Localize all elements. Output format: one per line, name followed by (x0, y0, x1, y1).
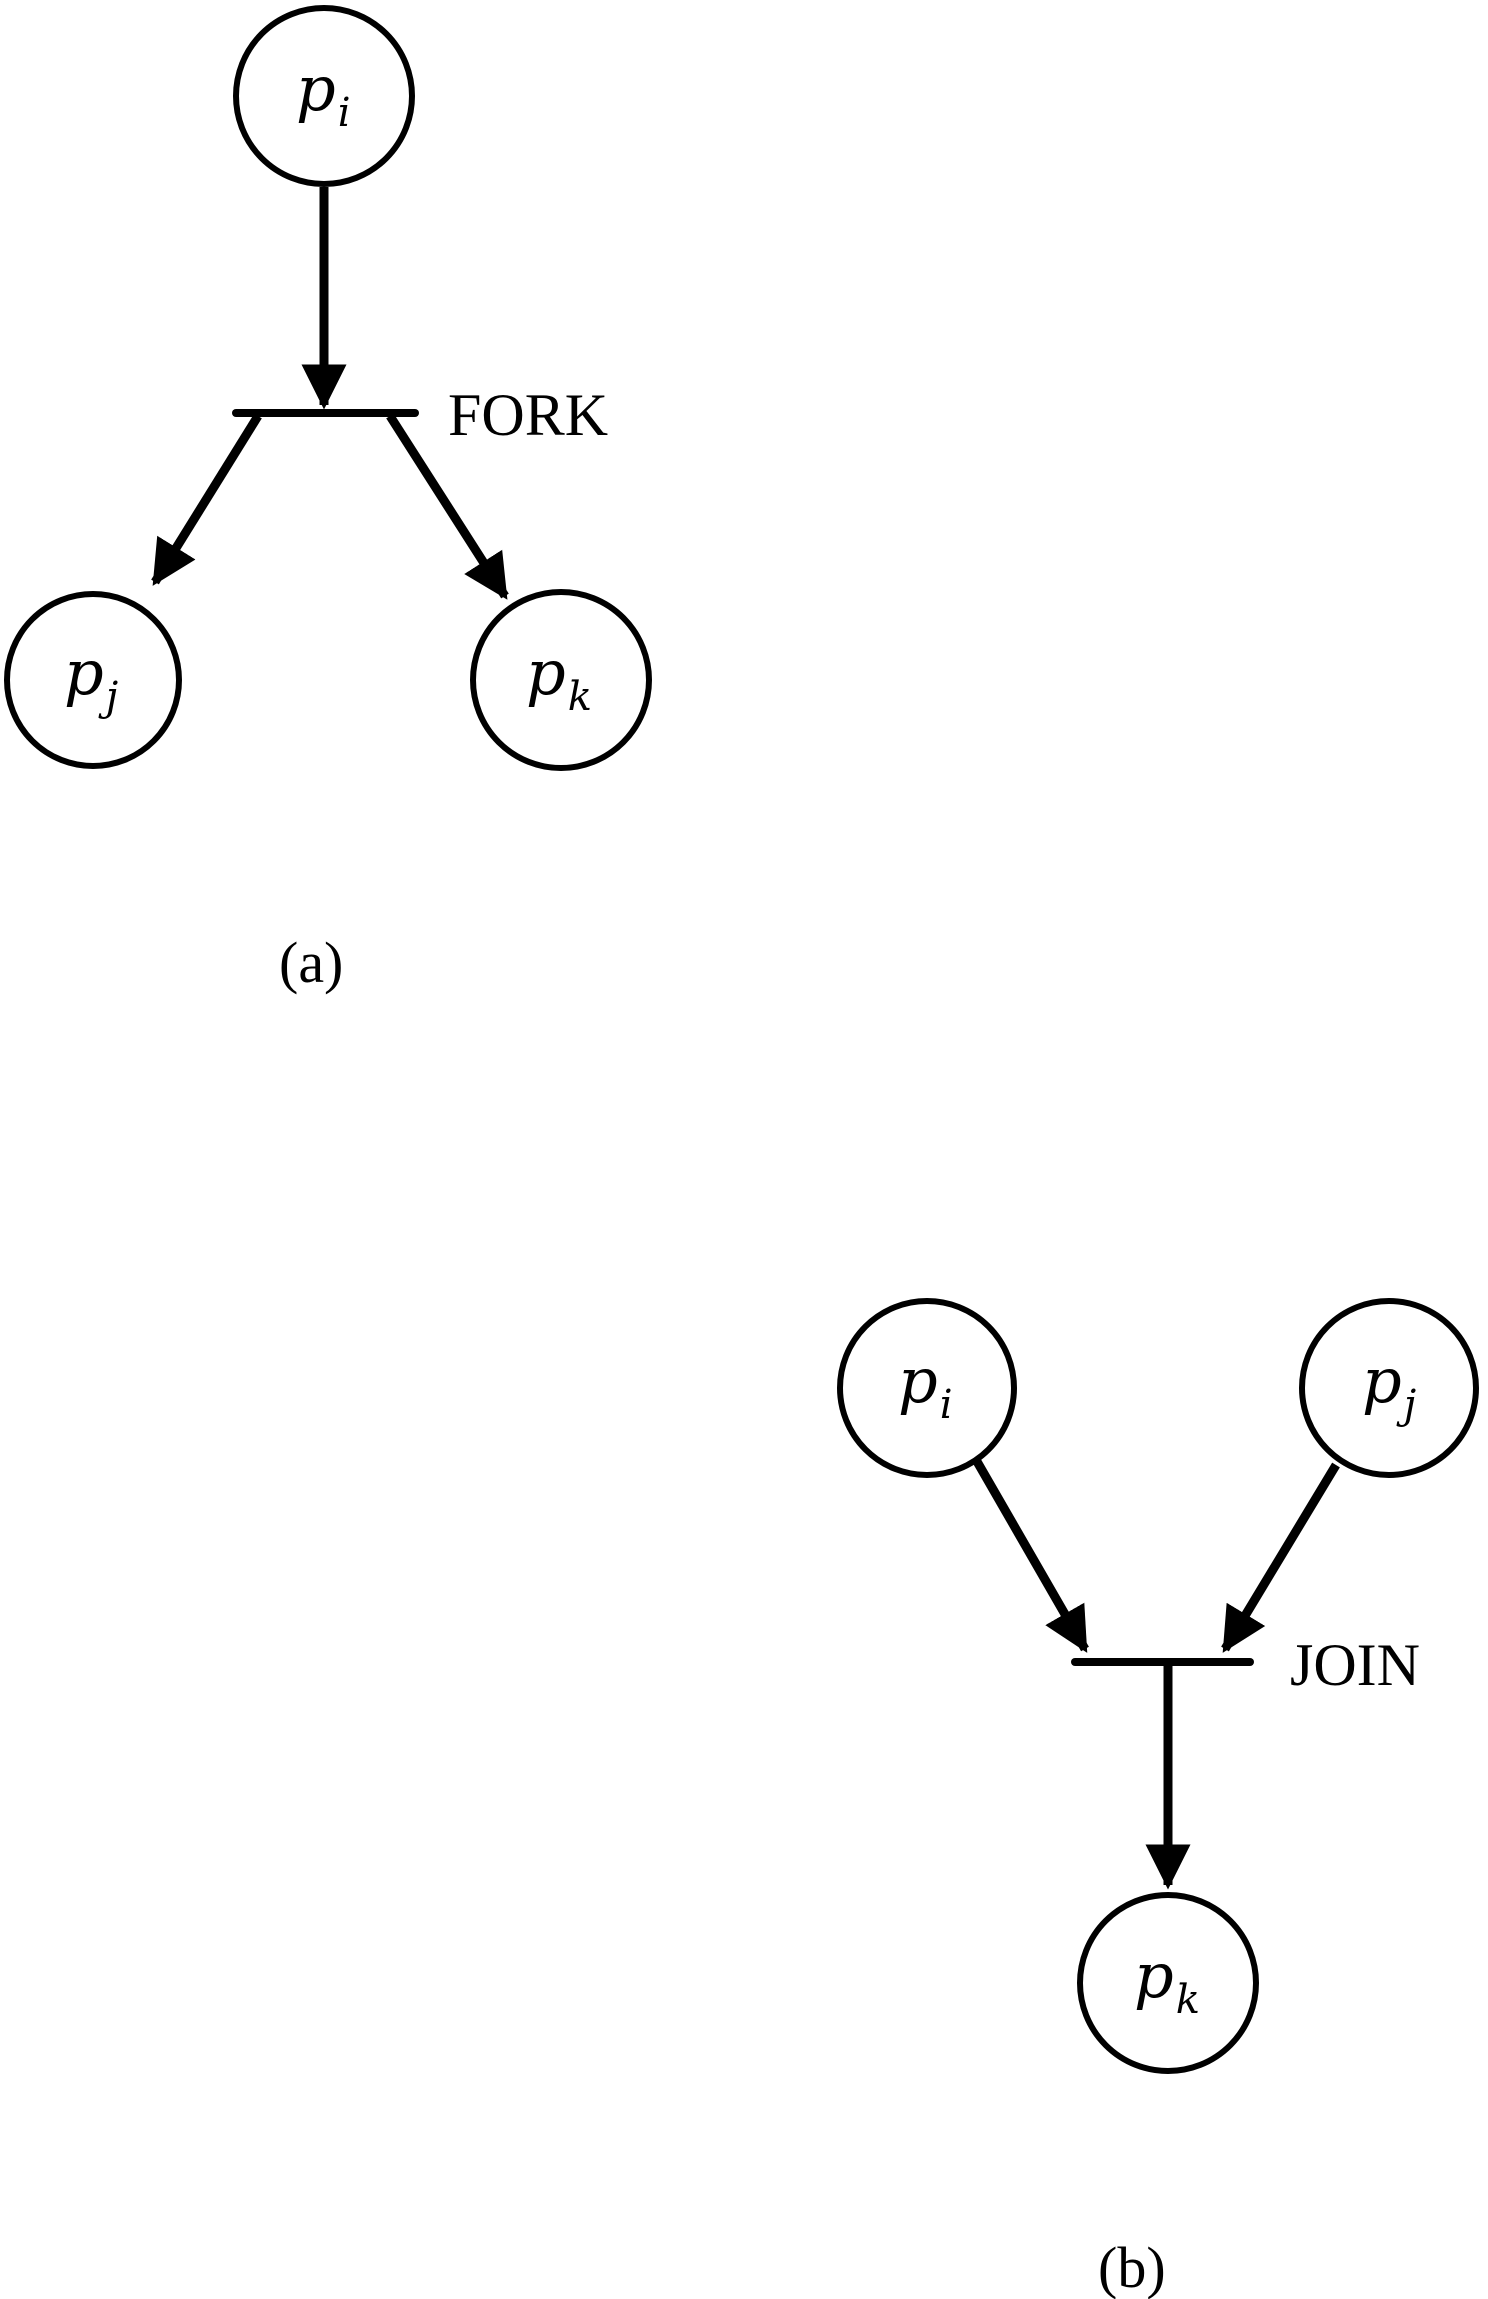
node-pi-b: pi (837, 1298, 1017, 1478)
caption-b: (b) (1098, 2235, 1166, 2299)
join-label: JOIN (1290, 1632, 1420, 1698)
panel-a-fork: pi pj pk FORK (a) (4, 5, 652, 995)
node-pj-b: pj (1299, 1298, 1479, 1478)
fork-label: FORK (448, 382, 608, 448)
node-pk: pk (470, 589, 652, 771)
panel-b-join: pi pj pk JOIN (b) (837, 1298, 1479, 2299)
caption-a: (a) (279, 930, 343, 995)
edge-pi-to-join-bar (971, 1455, 1089, 1653)
node-pk-b: pk (1077, 1892, 1259, 2074)
svg-text:pi: pi (296, 52, 351, 136)
svg-text:pi: pi (898, 1344, 953, 1428)
node-pi: pi (233, 5, 415, 187)
svg-text:pj: pj (1362, 1344, 1416, 1428)
edge-fork-bar-to-pj (151, 413, 262, 586)
edge-pj-to-join-bar (1221, 1462, 1340, 1653)
edge-fork-bar-to-pk (386, 413, 509, 600)
svg-text:pk: pk (526, 636, 592, 720)
svg-text:pk: pk (1134, 1939, 1200, 2023)
node-pj: pj (4, 591, 182, 769)
svg-text:pj: pj (64, 636, 118, 720)
